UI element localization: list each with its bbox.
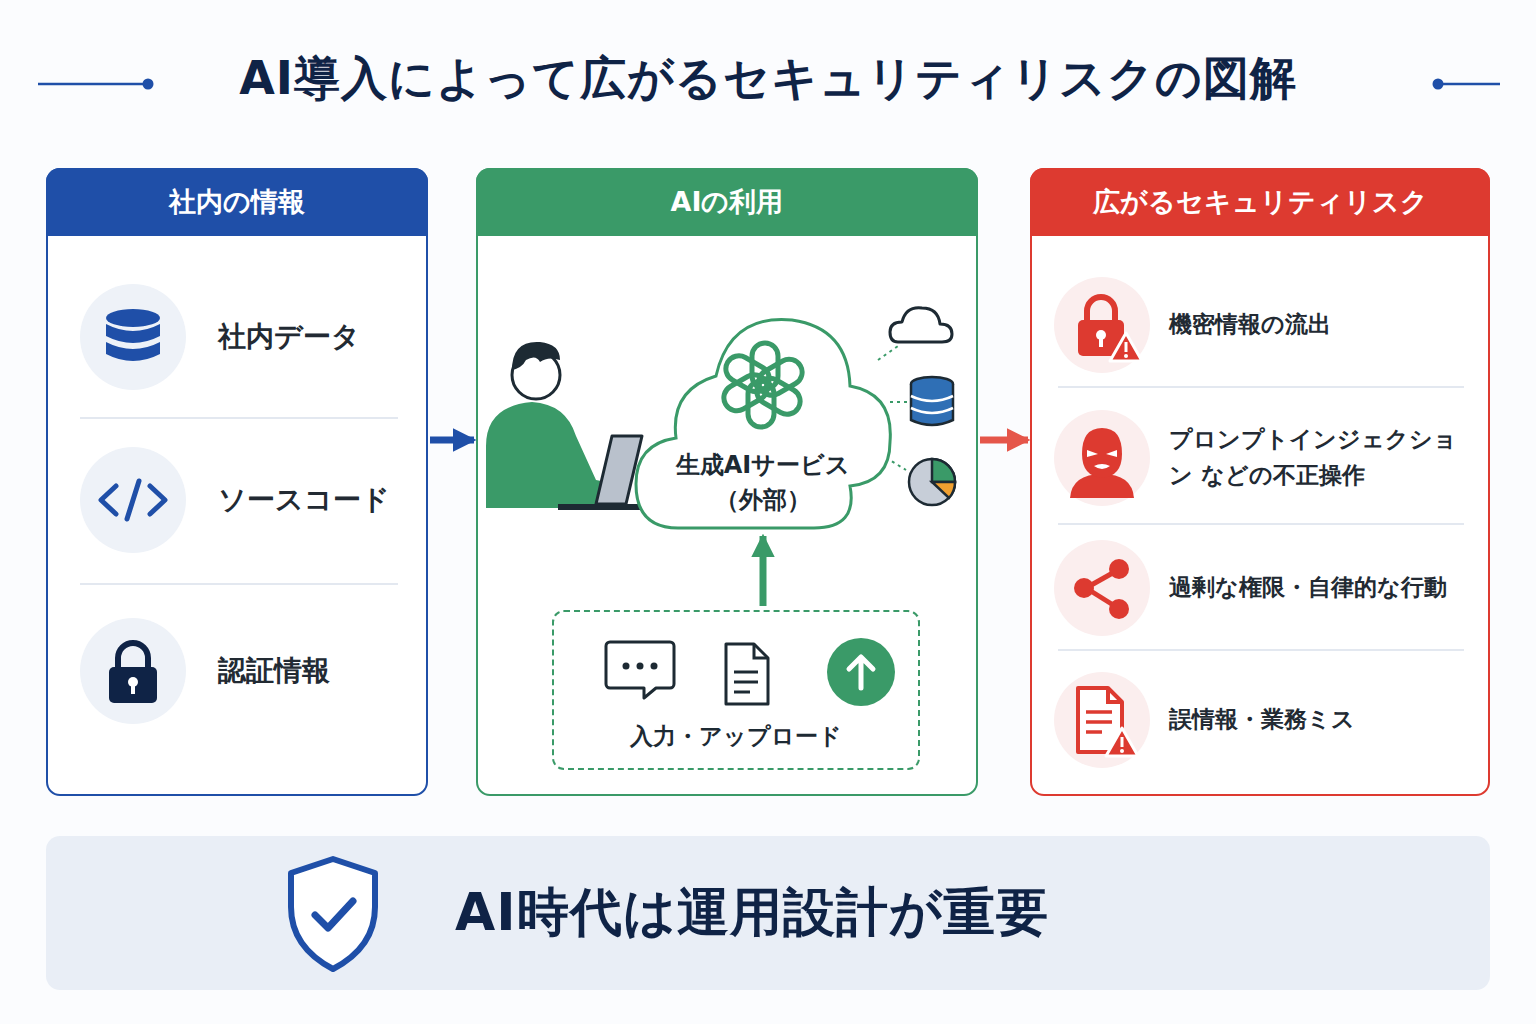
risk-item: 誤情報・業務ミス — [1054, 672, 1484, 768]
info-item: 認証情報 — [80, 618, 410, 724]
panel-header: 社内の情報 — [46, 168, 428, 236]
item-icon — [1054, 410, 1150, 506]
flow-arrow — [980, 437, 1028, 444]
item-label: 認証情報 — [218, 649, 330, 692]
panel-header: AIの利用 — [476, 168, 978, 236]
item-icon — [80, 284, 186, 390]
item-icon — [1054, 277, 1150, 373]
service-label: 生成AIサービス （外部） — [658, 448, 868, 518]
panel-title: 社内の情報 — [169, 184, 305, 220]
risk-item: プロンプトインジェクション などの不正操作 — [1054, 402, 1484, 514]
input-label: 入力・アップロード — [630, 721, 842, 752]
item-label: ソースコード — [218, 478, 390, 521]
risk-item: 機密情報の流出 — [1054, 278, 1484, 372]
item-label: プロンプトインジェクション などの不正操作 — [1169, 422, 1480, 493]
risk-panel: 広がるセキュリティリスク機密情報の流出プロンプトインジェクション などの不正操作… — [1030, 168, 1490, 796]
info-panel: 社内の情報社内データソースコード認証情報 — [46, 168, 428, 796]
title: AI導入によって広がるセキュリティリスクの図解 — [0, 48, 1536, 110]
ai-service-cloud: 生成AIサービス （外部） — [632, 290, 894, 544]
panel-title: 広がるセキュリティリスク — [1093, 184, 1428, 220]
info-item: 社内データ — [80, 284, 410, 390]
panel-header: 広がるセキュリティリスク — [1030, 168, 1490, 236]
conclusion-text: AI時代は運用設計が重要 — [455, 878, 1049, 948]
item-icon — [80, 447, 186, 553]
item-label: 誤情報・業務ミス — [1169, 702, 1355, 738]
flow-arrow — [760, 536, 767, 606]
input-box: 入力・アップロード — [552, 610, 920, 770]
risk-item: 過剰な権限・自律的な行動 — [1054, 540, 1484, 636]
flow-arrow — [430, 437, 474, 444]
item-label: 社内データ — [218, 315, 360, 358]
item-icon — [1054, 540, 1150, 636]
item-icon — [1054, 672, 1150, 768]
panel-title: AIの利用 — [671, 184, 784, 220]
conclusion-band: AI時代は運用設計が重要 — [46, 836, 1490, 990]
info-item: ソースコード — [80, 447, 410, 553]
item-label: 機密情報の流出 — [1169, 307, 1331, 343]
item-label: 過剰な権限・自律的な行動 — [1169, 570, 1447, 606]
item-icon — [80, 618, 186, 724]
ai-panel: AIの利用生成AIサービス （外部） 入力・アップロード — [476, 168, 978, 796]
